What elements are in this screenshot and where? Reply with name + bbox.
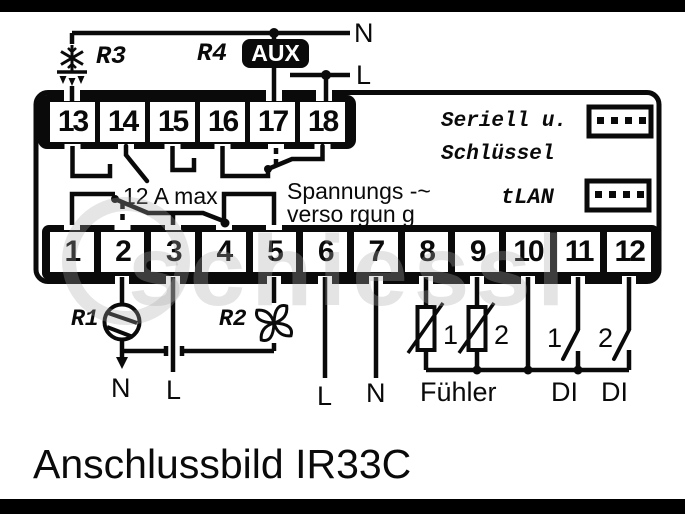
ntc-probe-icon-1 bbox=[406, 301, 445, 355]
snowflake-defrost-icon bbox=[57, 45, 87, 86]
relay-contact-15-fixed bbox=[170, 146, 197, 173]
tlan-connector-icon bbox=[584, 178, 652, 213]
n-label-terminal7: N bbox=[366, 378, 386, 408]
terminal-7: 7 bbox=[354, 232, 398, 272]
upper-terminal-strip: 13 14 15 16 17 18 bbox=[38, 95, 356, 149]
terminal-1: 1 bbox=[50, 232, 94, 272]
serial-connector-icon bbox=[586, 104, 654, 139]
lower-terminal-strip: 1 2 3 4 5 6 7 8 9 10 11 12 bbox=[42, 225, 659, 280]
terminal-11: 11 bbox=[556, 232, 601, 272]
terminal-10: 10 bbox=[506, 232, 550, 272]
terminal-15: 15 bbox=[150, 102, 195, 142]
terminal-9: 9 bbox=[455, 232, 500, 272]
relay-r1-label: R1 bbox=[71, 306, 99, 332]
l-label-terminal6: L bbox=[317, 381, 333, 411]
terminal-4: 4 bbox=[202, 232, 246, 272]
di-switch-2-number: 2 bbox=[598, 323, 614, 353]
relay-r3-label: R3 bbox=[96, 42, 127, 71]
relay-blade-18 bbox=[265, 143, 325, 172]
serial-label-line1: Seriell u. bbox=[441, 110, 568, 133]
terminal-18: 18 bbox=[300, 102, 345, 142]
terminal-2: 2 bbox=[100, 232, 145, 272]
compressor-icon bbox=[102, 302, 142, 342]
di-switch-1 bbox=[561, 328, 580, 361]
supply-label-line1: Spannungs -~ bbox=[287, 178, 431, 204]
aux-relay-badge: AUX bbox=[242, 39, 309, 68]
terminal-6: 6 bbox=[303, 232, 348, 272]
fuhler-label: Fühler bbox=[420, 377, 497, 407]
n-supply-label: N bbox=[354, 18, 374, 48]
diagram-title: Anschlussbild IR33C bbox=[33, 441, 412, 487]
supply-label-line2: verso rgun g bbox=[287, 201, 415, 227]
wire-fan-branch bbox=[179, 343, 277, 356]
n-label-compressor: N bbox=[111, 373, 131, 403]
di-switch-1-number: 1 bbox=[547, 323, 563, 353]
terminal-16: 16 bbox=[200, 102, 245, 142]
terminal-13: 13 bbox=[50, 102, 95, 142]
terminal-17: 17 bbox=[250, 102, 295, 142]
max-current-label: 12 A max bbox=[123, 183, 218, 209]
common-bus bbox=[426, 350, 632, 373]
serial-label-line2: Schlüssel bbox=[441, 143, 555, 166]
di-switch-2 bbox=[612, 328, 631, 361]
top-black-bar bbox=[0, 0, 685, 12]
l-label-terminal3: L bbox=[166, 375, 182, 405]
relay-r4-label: R4 bbox=[197, 39, 228, 68]
relay-contact-13-fixed bbox=[70, 146, 113, 179]
wire-compressor-to-n bbox=[119, 339, 169, 359]
fan-icon bbox=[255, 304, 293, 342]
tlan-label: tLAN bbox=[501, 185, 554, 210]
arrow-to-n bbox=[116, 357, 128, 369]
relay-blade-14 bbox=[123, 143, 150, 184]
terminal-5: 5 bbox=[252, 232, 297, 272]
relay-contact-16-fixed bbox=[220, 146, 271, 179]
terminal-3: 3 bbox=[151, 232, 196, 272]
relay-contact-1-fixed bbox=[69, 191, 115, 225]
terminal-14: 14 bbox=[100, 102, 145, 142]
di-label-2: DI bbox=[601, 377, 628, 407]
ntc-probe-icon-2 bbox=[457, 301, 496, 355]
relay-r2-label: R2 bbox=[219, 306, 247, 332]
supply-loop-4-5 bbox=[221, 191, 277, 225]
bottom-black-bar bbox=[0, 499, 685, 514]
di-label-1: DI bbox=[551, 377, 578, 407]
l-supply-label: L bbox=[356, 60, 372, 90]
probe-2-number: 2 bbox=[494, 320, 510, 350]
terminal-12: 12 bbox=[607, 232, 652, 272]
probe-1-number: 1 bbox=[443, 320, 459, 350]
terminal-8: 8 bbox=[404, 232, 449, 272]
